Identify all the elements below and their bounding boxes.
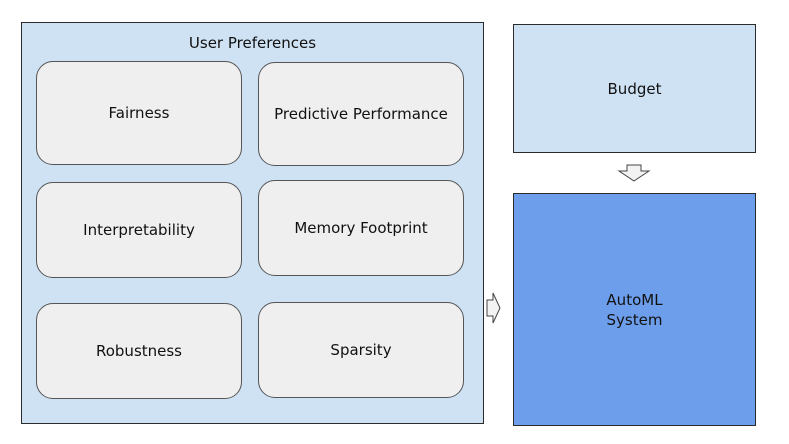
preference-fairness: Fairness	[36, 61, 242, 165]
budget-label: Budget	[607, 79, 662, 98]
user-preferences-title: User Preferences	[188, 34, 317, 52]
budget-box: Budget	[513, 24, 756, 153]
automl-system-box: AutoML System	[513, 193, 756, 426]
preference-memory-footprint: Memory Footprint	[258, 180, 464, 276]
automl-label-line2: System	[606, 310, 663, 329]
preference-robustness: Robustness	[36, 303, 242, 399]
preference-interpretability: Interpretability	[36, 182, 242, 278]
arrow-down-icon	[617, 164, 651, 182]
arrow-right-icon	[486, 292, 501, 324]
preference-predictive-performance: Predictive Performance	[258, 62, 464, 166]
preference-sparsity: Sparsity	[258, 302, 464, 398]
automl-label-line1: AutoML	[606, 290, 663, 309]
